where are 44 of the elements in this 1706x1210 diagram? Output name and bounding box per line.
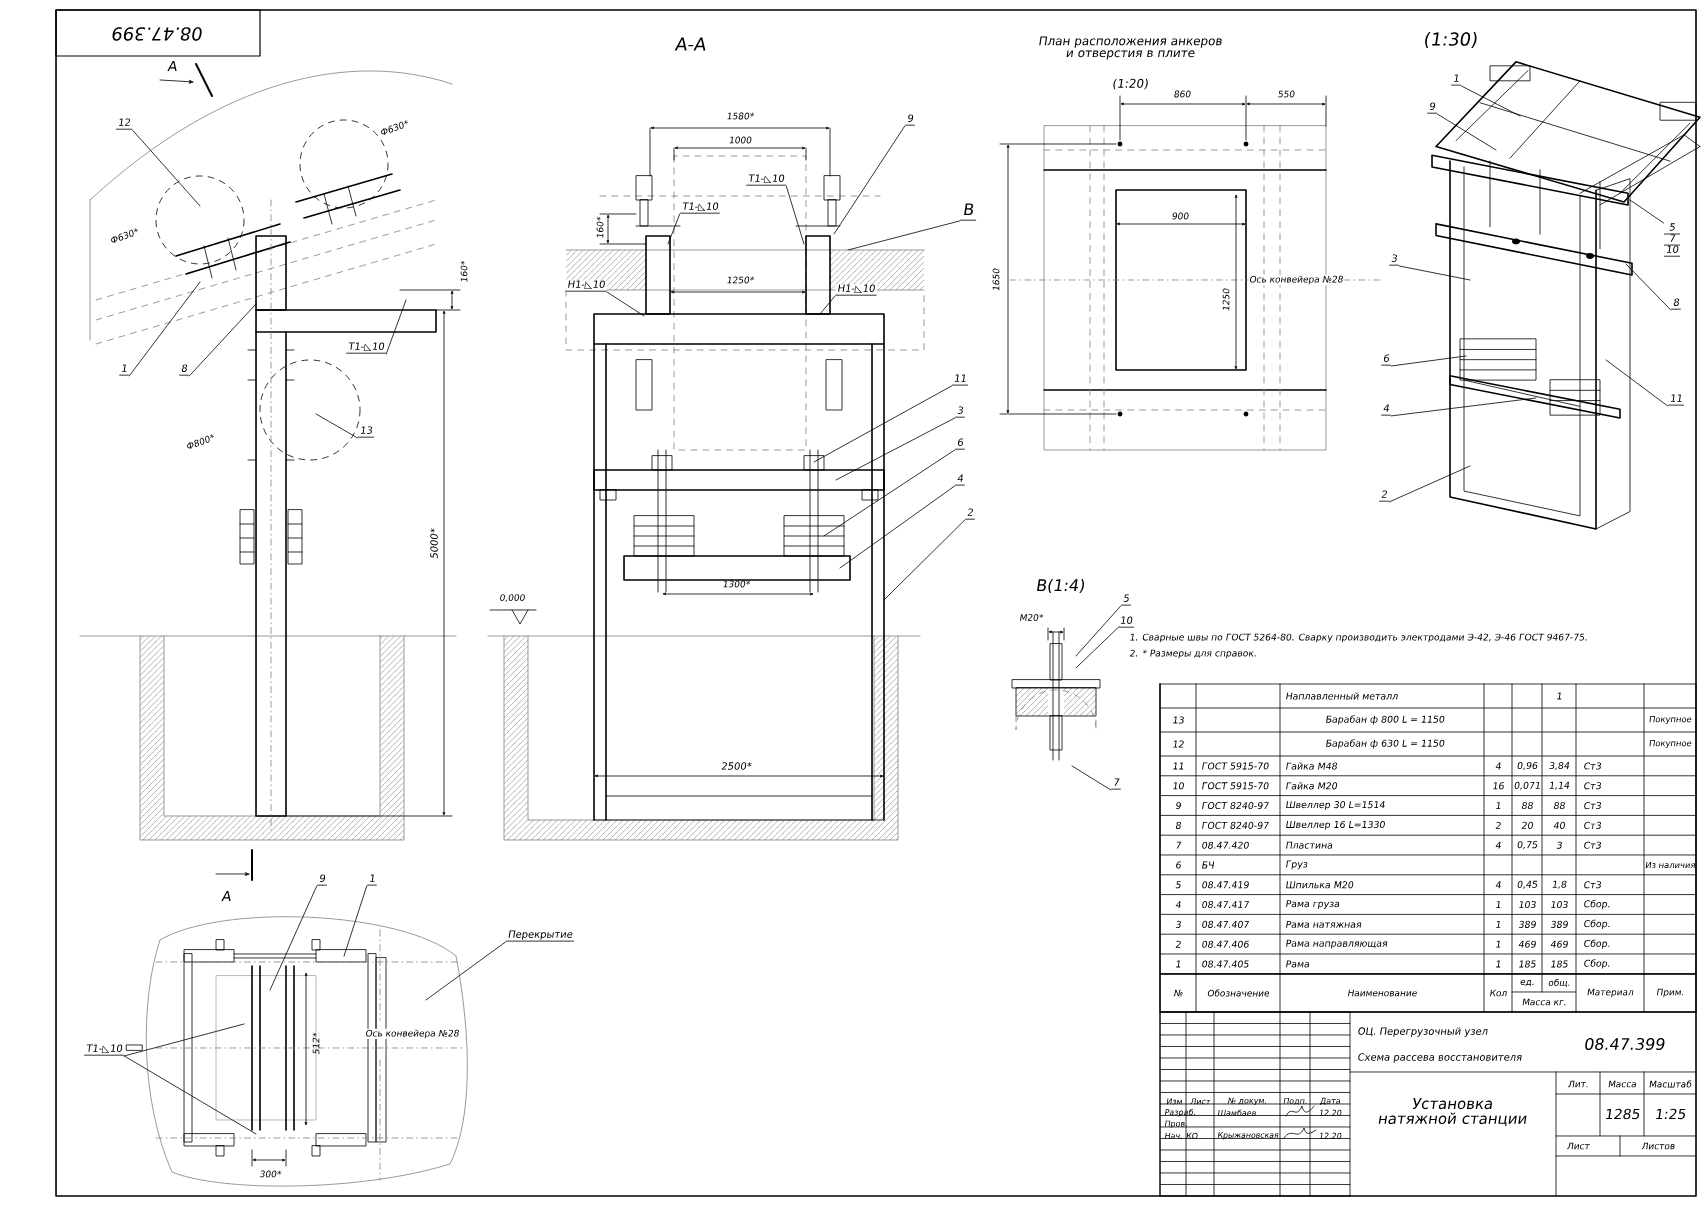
top-view-drawing [145,916,468,1187]
leader-line [667,213,681,245]
bolt-detail-drawing [1011,627,1101,761]
leader-line [385,299,407,355]
leader-line [1075,627,1118,669]
leader-line [1605,359,1668,407]
leader-line [123,1023,245,1057]
leader-line [1390,397,1537,417]
leader-line [883,519,966,601]
leader-line [1629,199,1664,224]
leader-line [813,385,952,463]
leader-line [1071,765,1112,791]
leader-line [132,129,201,207]
leader-line [823,449,956,537]
leader-line [1625,263,1672,311]
view-title: В(1:4) [1037,578,1084,594]
leader-line [835,417,956,481]
leader-line [343,885,368,957]
leader-line [1460,85,1521,117]
leader-line [128,281,201,377]
leader-line [123,1055,257,1135]
leader-line [847,220,960,251]
leader-line [1075,605,1122,657]
drawing-number: 08.47.399 [112,27,202,41]
leader-line [785,185,805,245]
leader-line [1388,465,1471,503]
drawing-number: 08.47.399 [1585,1037,1665,1050]
leader-line [839,485,956,569]
leader-line [1436,113,1497,151]
section-view-drawing [489,126,925,821]
leader-line [1390,355,1467,367]
leader-line [425,941,506,1001]
leader-line [1398,265,1471,281]
leader-line [833,125,906,235]
side-view-drawing [89,70,461,841]
leader-line [188,303,257,377]
view-mark: В [959,203,977,221]
leader-line [819,295,836,315]
isometric-drawing [1431,61,1701,530]
leader-line [269,885,318,991]
view-title: А-А [674,37,706,51]
view-title: (1:30) [1425,32,1477,48]
leader-line [315,413,358,439]
leader-line [606,291,645,317]
